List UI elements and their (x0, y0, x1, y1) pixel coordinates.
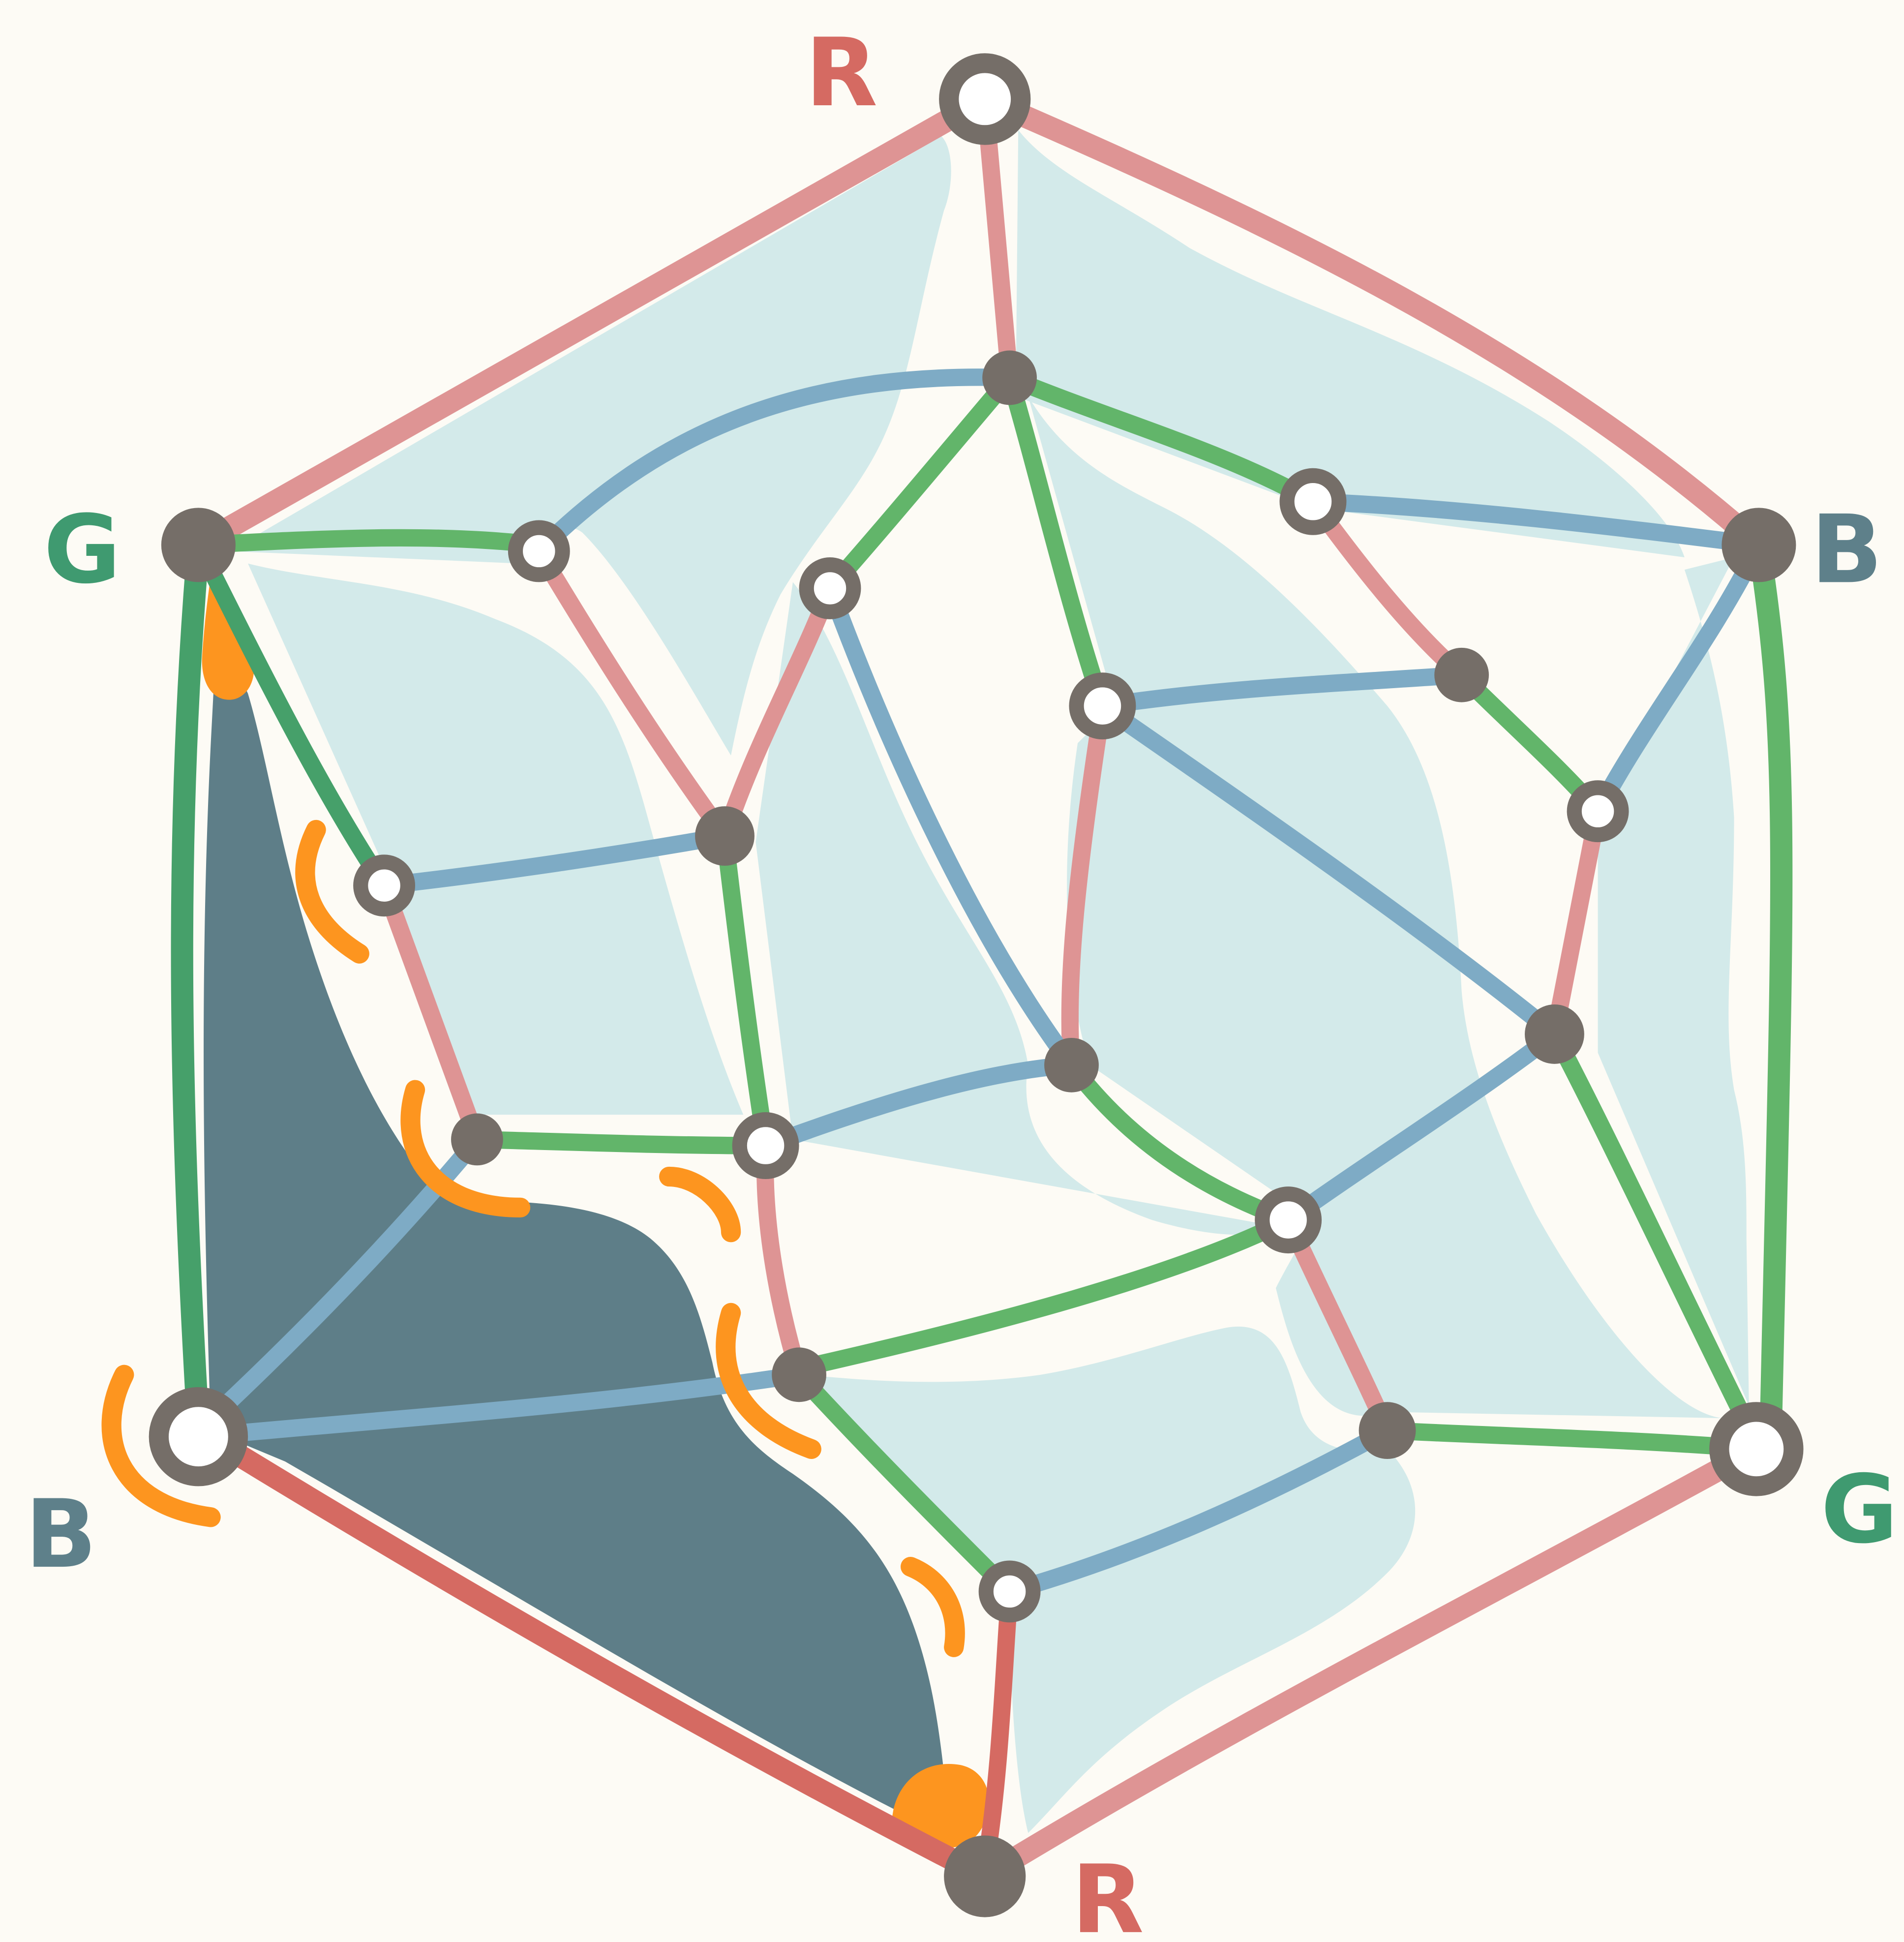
vertex-dark-6 (451, 1114, 503, 1166)
vertex-light-6 (361, 862, 408, 909)
label-bottom-r: R (1071, 1845, 1144, 1942)
label-top-r: R (805, 18, 877, 128)
vertex-light-9 (986, 1568, 1033, 1615)
edge-green-8 (477, 1139, 766, 1146)
vertex-dark-5 (1044, 1038, 1099, 1092)
vertex-light-top (949, 63, 1021, 135)
vertex-dark-upper-right (1722, 508, 1796, 582)
vertex-light-8 (1262, 1194, 1314, 1246)
vertex-light-5 (1574, 788, 1622, 835)
vertex-dark-4 (1525, 1004, 1584, 1064)
label-lower-left-b: B (25, 1480, 97, 1589)
vertex-dark-2 (695, 806, 755, 866)
vertex-dark-7 (772, 1347, 826, 1402)
vertex-light-3 (1287, 476, 1339, 528)
vertex-light-1 (515, 528, 563, 575)
vertex-light-2 (807, 565, 854, 612)
label-upper-left-g: G (44, 495, 121, 605)
label-lower-right-g: G (1821, 1455, 1898, 1565)
vertex-light-7 (740, 1120, 792, 1172)
vertex-dark-1 (982, 351, 1037, 405)
edge-green-1 (198, 538, 539, 545)
label-upper-right-b: B (1811, 495, 1883, 605)
vertex-light-lower-right (1719, 1412, 1793, 1486)
vertex-dark-bottom (944, 1835, 1026, 1917)
vertex-dark-8 (1359, 1402, 1416, 1459)
vertex-light-lower-left (159, 1397, 238, 1476)
vertex-dark-upper-left (161, 508, 236, 582)
vertex-light-4 (1077, 680, 1129, 732)
vertex-dark-3 (1434, 648, 1489, 702)
